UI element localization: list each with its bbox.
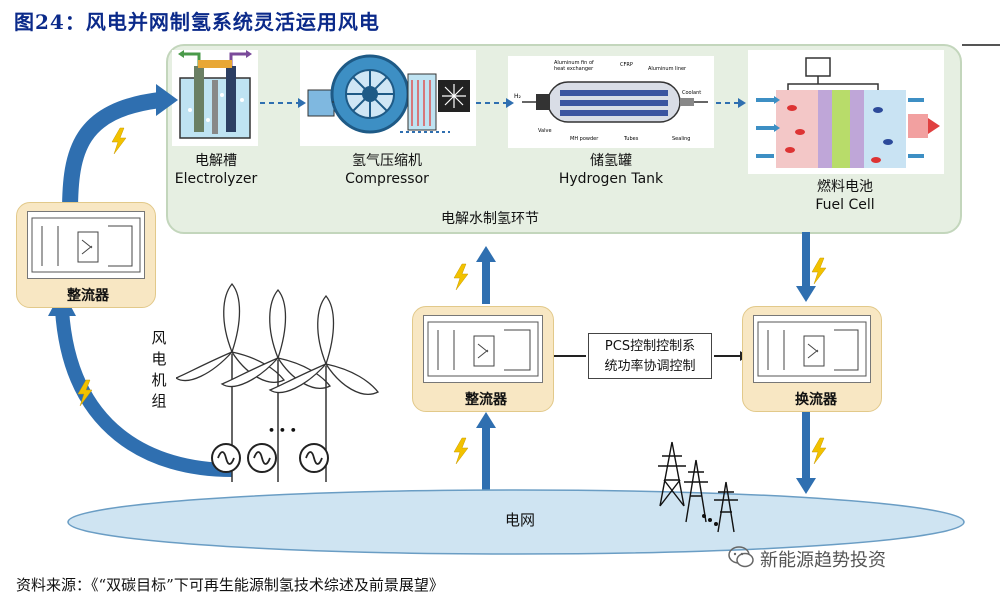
- tank-label-heat-exchanger: heat exchanger: [554, 66, 594, 72]
- left-rectifier-label: 整流器: [67, 288, 109, 304]
- tank-label-cfrp: CFRP: [620, 62, 633, 68]
- wind-label-char-4: 组: [151, 392, 167, 410]
- electrolysis-section-label: 电解水制氢环节: [441, 211, 539, 227]
- left-rectifier-circuit: [27, 211, 145, 279]
- hydrogen-flow-arrows: [260, 98, 746, 108]
- wechat-icon: [728, 546, 754, 568]
- compressor-label-en: Compressor: [345, 171, 429, 187]
- center-rectifier-circuit: [423, 315, 543, 383]
- wind-label-char-3: 机: [151, 371, 167, 389]
- electrolyzer-label-en: Electrolyzer: [174, 171, 258, 187]
- watermark-text: 新能源趋势投资: [760, 550, 886, 571]
- wind-label-char-2: 电: [151, 350, 167, 368]
- pcs-control-box: PCS控制控制系 统功率协调控制: [588, 333, 712, 379]
- center-rectifier-label: 整流器: [465, 392, 507, 408]
- generator-ellipsis: • • •: [268, 424, 297, 437]
- tank-label-sealing: Sealing: [672, 136, 690, 142]
- hydrogen-tank-label-zh: 储氢罐: [590, 153, 632, 169]
- tower-1-icon: [658, 441, 686, 507]
- tank-label-tubes: Tubes: [623, 136, 639, 142]
- power-grid-ellipse: [67, 489, 965, 555]
- left-rectifier-box: 整流器: [16, 202, 156, 308]
- tower-3-icon: [714, 481, 738, 533]
- electrolyzer-illustration: [172, 50, 258, 146]
- center-rectifier-box: 整流器: [412, 306, 554, 412]
- tank-label-h2: H₂: [514, 93, 522, 100]
- tank-label-mh-powder: MH powder: [570, 136, 599, 142]
- tank-label-aluminum-fin: Aluminum fin of: [554, 60, 594, 66]
- source-note: 资料来源：《“双碳目标”下可再生能源制氢技术综述及前景展望》: [16, 576, 444, 594]
- pcs-line-2: 统功率协调控制: [604, 359, 696, 374]
- wind-turbine-2: [220, 288, 332, 482]
- fuel-cell-label-zh: 燃料电池: [817, 179, 873, 195]
- hydrogen-tank-illustration: Aluminum fin of heat exchanger CFRP Alum…: [508, 56, 714, 148]
- power-grid-label: 电网: [505, 511, 536, 529]
- fuel-cell-illustration: [748, 50, 944, 174]
- figure-title: 图24：风电并网制氢系统灵活运用风电: [14, 10, 380, 34]
- wind-turbines: [176, 282, 380, 482]
- fuel-cell-label-en: Fuel Cell: [815, 197, 875, 213]
- tank-label-coolant: Coolant: [682, 90, 701, 96]
- compressor-label: 氢气压缩机 Compressor: [322, 152, 452, 188]
- title-rule: [962, 44, 1000, 46]
- inverter-circuit: [753, 315, 871, 383]
- compressor-label-zh: 氢气压缩机: [352, 153, 422, 169]
- wind-turbine-group-label: 风 电 机 组: [150, 328, 168, 412]
- electrolyzer-label: 电解槽 Electrolyzer: [162, 152, 270, 188]
- wind-turbine-3: [268, 294, 380, 482]
- generators: [211, 443, 329, 473]
- electrolyzer-label-zh: 电解槽: [195, 153, 237, 169]
- pcs-line-1: PCS控制控制系: [604, 339, 696, 354]
- tank-label-aluminum-liner: Aluminum liner: [648, 66, 687, 72]
- transmission-towers: [658, 441, 738, 533]
- compressor-illustration: [300, 50, 476, 146]
- tank-label-valve: Valve: [538, 128, 552, 134]
- inverter-label: 换流器: [795, 392, 837, 408]
- inverter-box: 换流器: [742, 306, 882, 412]
- tower-2-icon: [684, 459, 708, 523]
- hydrogen-tank-label: 储氢罐 Hydrogen Tank: [546, 152, 676, 188]
- wind-label-char-1: 风: [151, 329, 167, 347]
- hydrogen-tank-label-en: Hydrogen Tank: [558, 171, 664, 187]
- fuel-cell-label: 燃料电池 Fuel Cell: [780, 178, 910, 214]
